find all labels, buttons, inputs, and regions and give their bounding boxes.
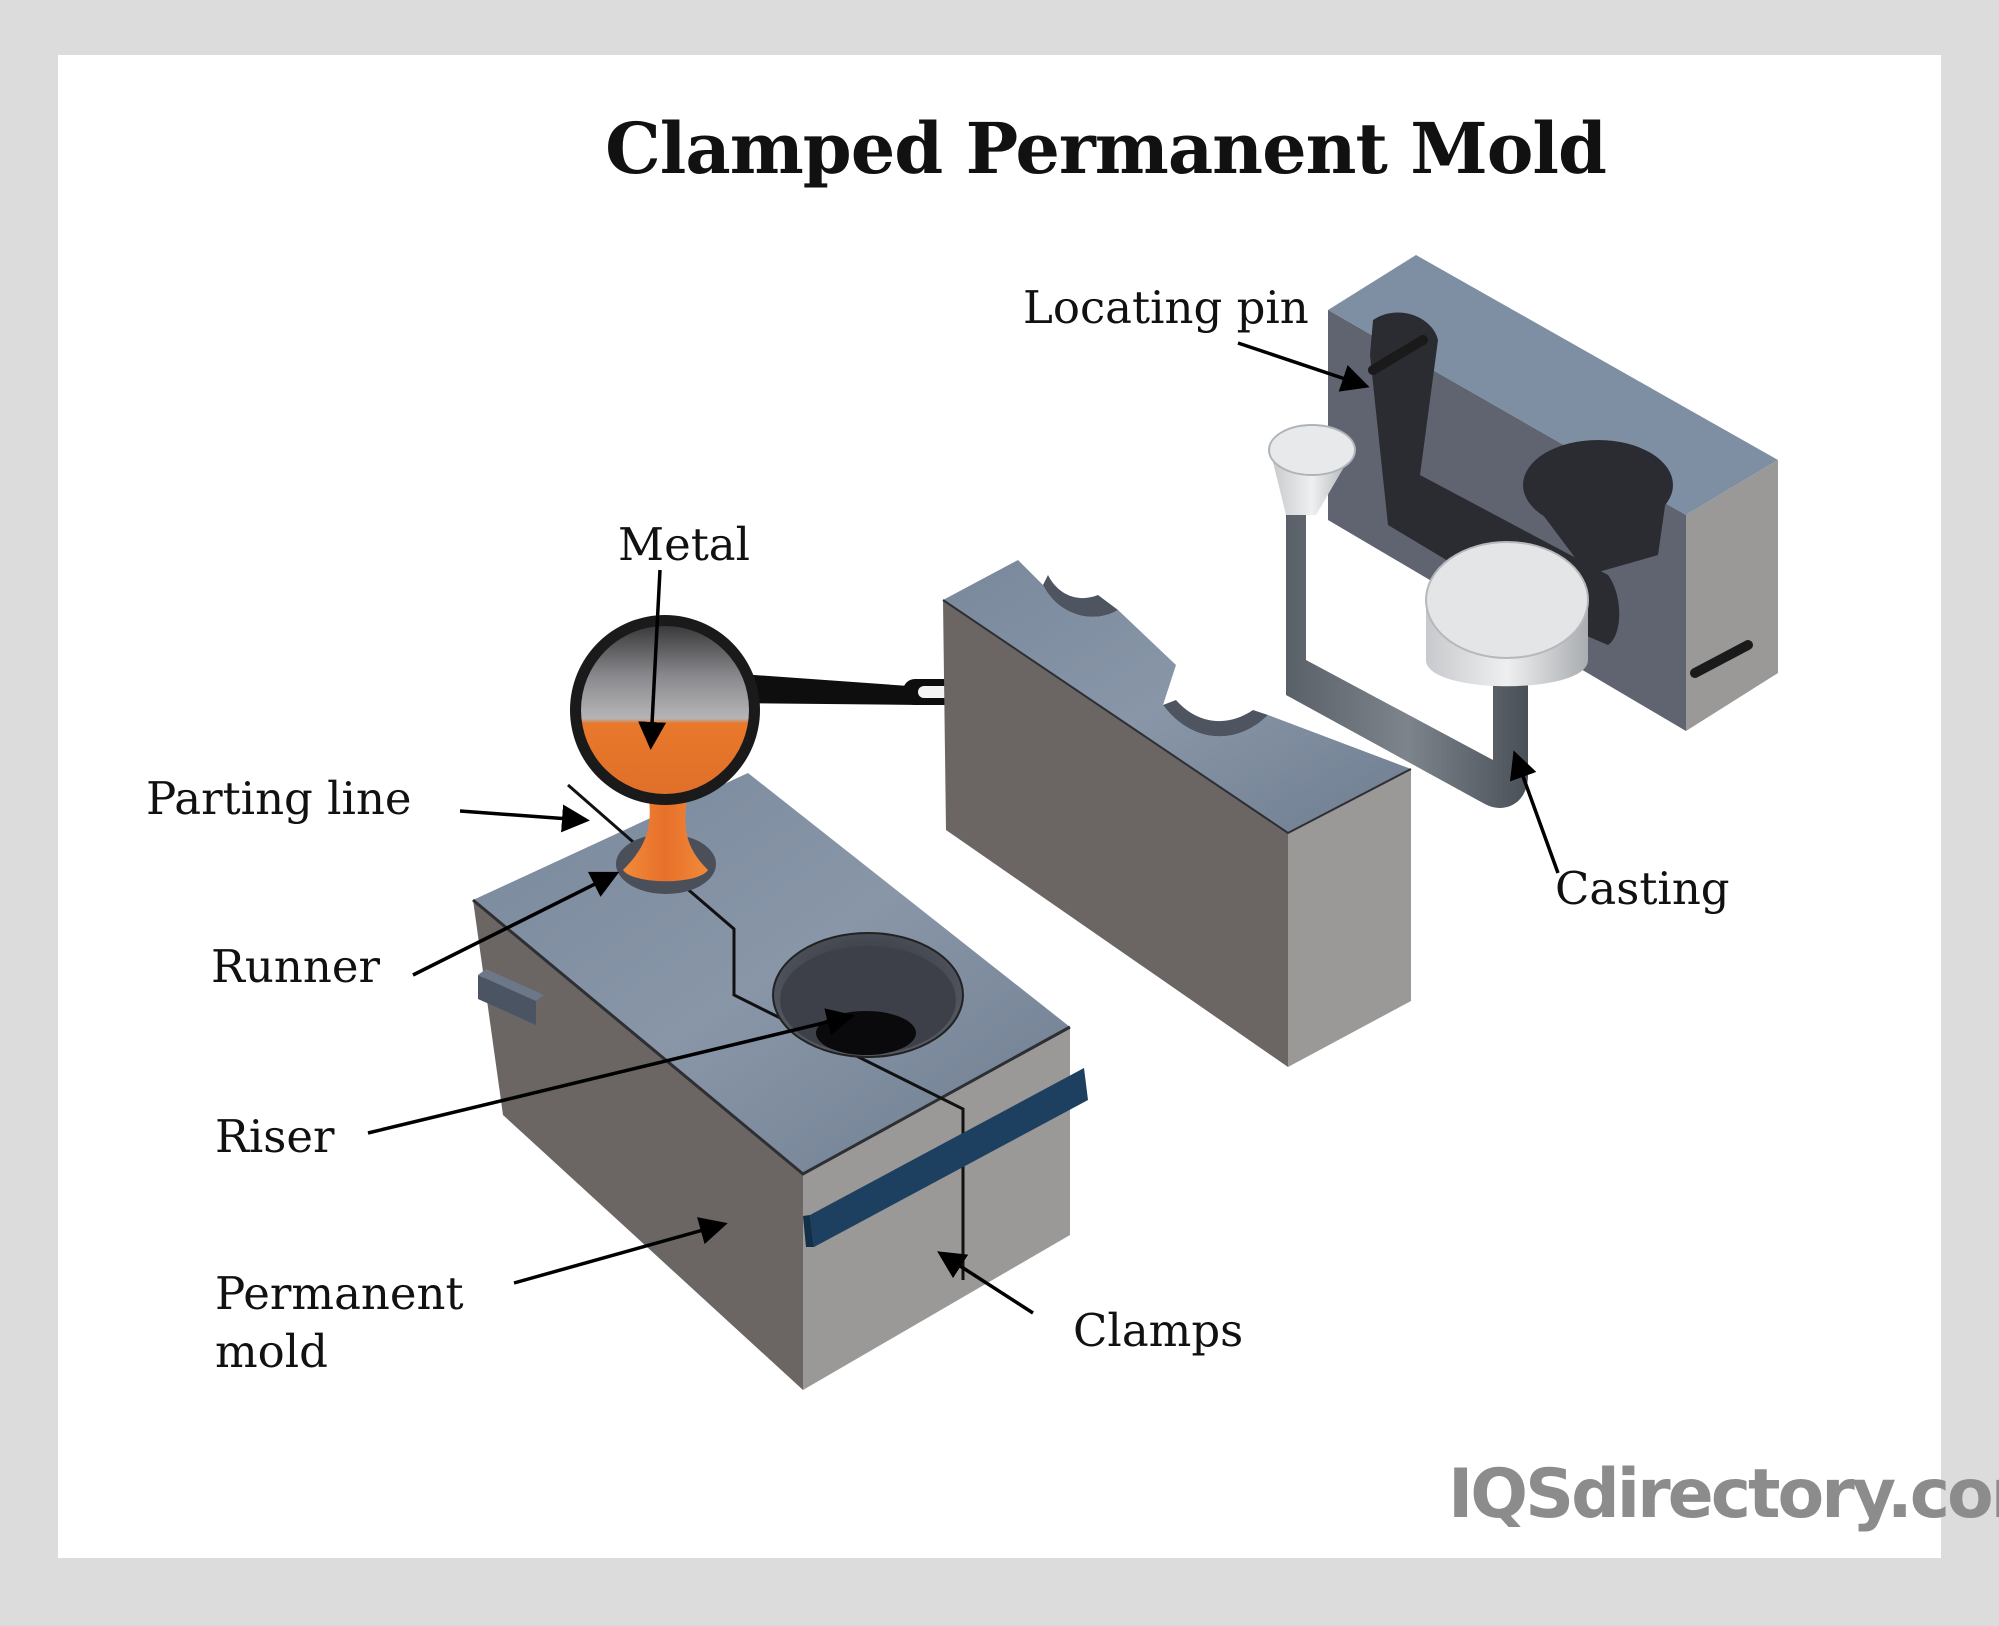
right-mold-half	[1328, 255, 1778, 731]
arrow-clamps	[937, 1251, 1034, 1315]
page-title: Clamped Permanent Mold	[605, 107, 1607, 190]
clamped-permanent-mold-illustration	[367, 255, 1778, 1390]
label-parting-line: Parting line	[146, 772, 412, 825]
label-riser: Riser	[215, 1110, 335, 1163]
arrow-metal	[638, 569, 667, 750]
arrow-runner	[412, 871, 620, 977]
diagram-panel: Clamped Permanent Mold Locating pin Meta…	[58, 55, 1999, 1558]
molten-metal-stream	[623, 790, 708, 882]
locating-pin-top	[1368, 335, 1428, 375]
label-permanent-mold-line2: mold	[215, 1325, 328, 1378]
clamped-mold-block	[472, 773, 1088, 1390]
arrow-parting-line	[459, 804, 590, 833]
casting-part-icon	[1268, 424, 1589, 808]
label-metal: Metal	[618, 518, 751, 571]
label-clamps: Clamps	[1073, 1304, 1244, 1357]
label-permanent-mold-line1: Permanent	[215, 1267, 464, 1320]
arrow-riser	[367, 1008, 855, 1135]
locating-pin-bottom	[1690, 640, 1753, 678]
arrow-permanent-mold	[513, 1217, 728, 1285]
clamp-bar	[810, 1068, 1088, 1247]
side-clamp-tab	[478, 975, 536, 1025]
arrow-locating-pin	[1237, 341, 1370, 392]
middle-mold-half	[942, 560, 1412, 1067]
arrow-casting	[1509, 750, 1560, 874]
label-runner: Runner	[211, 940, 380, 993]
watermark-logo: IQSdirectory.com	[1448, 1455, 1999, 1534]
leader-lines	[367, 341, 1560, 1315]
label-locating-pin: Locating pin	[1023, 281, 1309, 334]
label-casting: Casting	[1555, 862, 1730, 915]
